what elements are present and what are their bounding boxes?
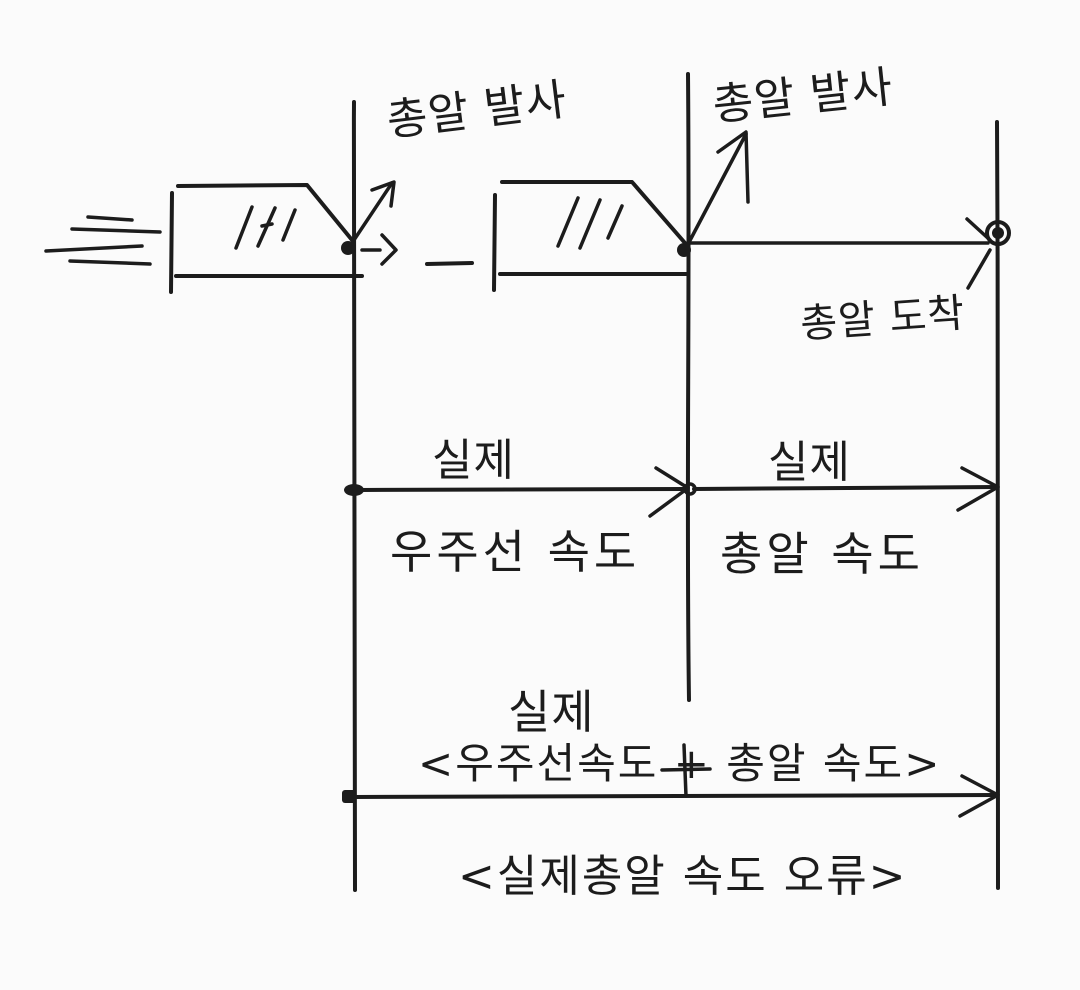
launch-arrow-2 bbox=[677, 130, 990, 257]
spaceship-1 bbox=[169, 183, 364, 294]
label-actual-2: 실제 bbox=[768, 437, 851, 488]
arrow-spaceship-speed bbox=[344, 466, 697, 518]
label-bullet-speed: 총알 속도 bbox=[720, 527, 924, 581]
label-sum-formula: <우주선속도 + 총알 속도> bbox=[418, 739, 942, 788]
label-actual-3: 실제 bbox=[508, 685, 595, 739]
plus-sign bbox=[660, 743, 712, 798]
launch-arrow-1 bbox=[341, 180, 398, 266]
dash-mark bbox=[425, 261, 474, 266]
vertical-line-left bbox=[351, 100, 358, 892]
vertical-line-middle bbox=[685, 72, 691, 702]
hit-point bbox=[965, 217, 1011, 290]
spaceship-2 bbox=[492, 180, 688, 292]
label-spaceship-speed: 우주선 속도 bbox=[390, 525, 641, 579]
arrow-combined-speed bbox=[342, 774, 1000, 818]
arrow-bullet-speed bbox=[692, 466, 1000, 512]
label-actual-1: 실제 bbox=[432, 435, 515, 486]
label-actual-bullet-speed-error: <실제총알 속도 오류> bbox=[458, 851, 908, 902]
motion-lines bbox=[44, 215, 162, 266]
label-hit: 총알 도착 bbox=[798, 290, 967, 348]
